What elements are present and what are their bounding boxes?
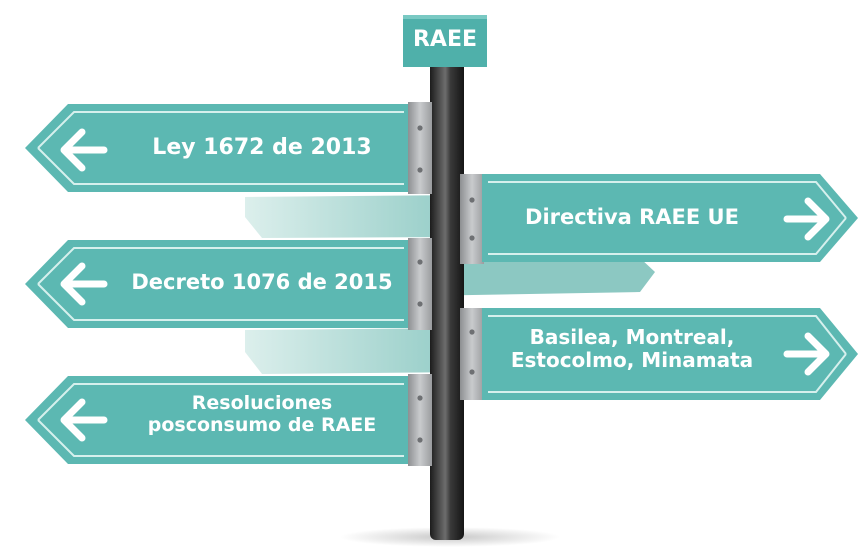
sign-ley-line-1: Ley 1672 de 2013 [152, 135, 372, 160]
sign-back-directiva [415, 258, 655, 296]
arrow-left-icon [60, 262, 108, 306]
bracket [408, 374, 432, 466]
raee-plate [403, 15, 487, 67]
raee-label: RAEE [412, 27, 478, 52]
bracket [460, 308, 484, 400]
sign-directiva-line-1: Directiva RAEE UE [525, 205, 739, 229]
sign-directiva-board [482, 174, 858, 262]
arrow-left-icon [60, 398, 108, 442]
sign-basilea-label: Basilea, Montreal, Estocolmo, Minamata [484, 326, 780, 372]
sign-ley-board [25, 104, 410, 192]
sign-back-ley [245, 195, 470, 238]
signpost-pole [430, 60, 464, 540]
sign-basilea-line-2: Estocolmo, Minamata [510, 348, 754, 372]
sign-back-decreto [245, 328, 470, 374]
sign-resoluciones-line-1: Resoluciones [191, 392, 333, 414]
sign-resoluciones-board [25, 376, 410, 464]
sign-basilea-board [482, 308, 858, 400]
bracket [460, 174, 484, 264]
arrow-right-icon [783, 332, 830, 376]
bracket [408, 102, 432, 194]
sign-decreto-line-1: Decreto 1076 de 2015 [131, 270, 393, 294]
sign-resoluciones-line-2: posconsumo de RAEE [147, 413, 377, 436]
sign-resoluciones-label: Resoluciones posconsumo de RAEE [112, 392, 412, 437]
sign-directiva-label: Directiva RAEE UE [484, 205, 780, 229]
sign-ley-label: Ley 1672 de 2013 [112, 135, 412, 160]
bracket [408, 238, 432, 330]
sign-decreto-label: Decreto 1076 de 2015 [112, 270, 412, 294]
sign-decreto-board [25, 240, 410, 328]
arrow-left-icon [60, 128, 108, 172]
arrow-right-icon [783, 197, 830, 241]
sign-basilea-line-1: Basilea, Montreal, [529, 325, 735, 349]
